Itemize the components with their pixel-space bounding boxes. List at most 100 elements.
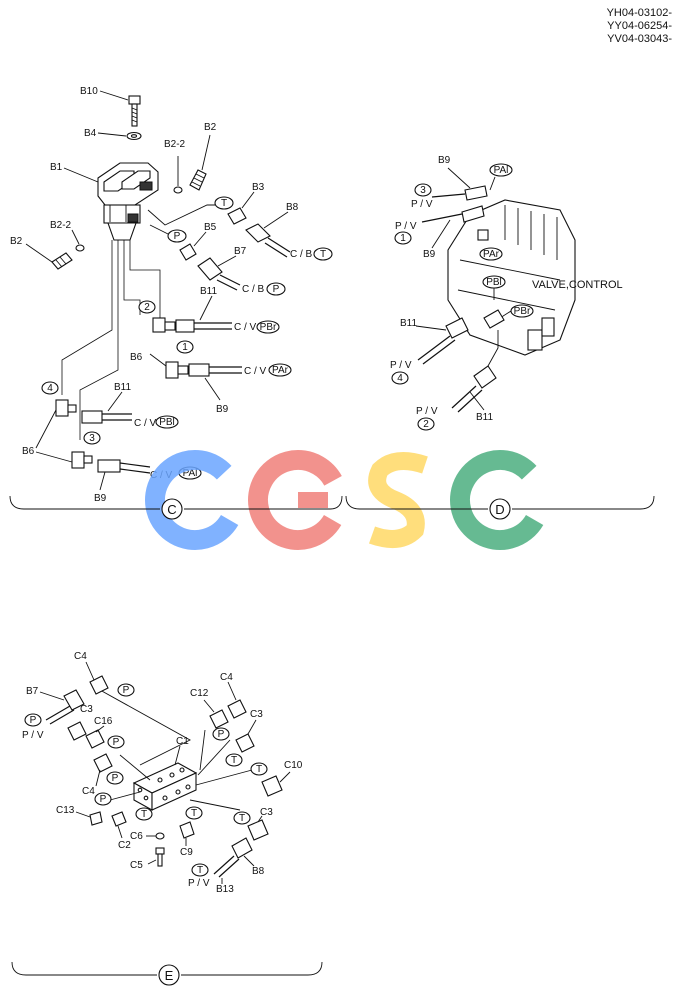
dest-pv-3: P / V [411, 199, 433, 210]
label-b11-c-lower: B11 [114, 382, 131, 393]
tag-par-c-text: PAr [272, 365, 289, 376]
part-c1-manifold [132, 762, 198, 811]
section-divider-e [11, 961, 323, 976]
label-c1: C1 [176, 736, 189, 747]
label-b10: B10 [80, 86, 98, 97]
tag-t-e5 [233, 811, 251, 825]
tag-t-e2 [185, 806, 203, 820]
part-c3-right-upper [235, 733, 255, 753]
tag-t-e4-text: T [256, 764, 262, 775]
section-marker-e [158, 964, 180, 986]
tag-pal-d [489, 163, 513, 177]
tag-pbl-c [155, 415, 179, 429]
part-c3-right-lower [247, 819, 269, 841]
label-c13: C13 [56, 805, 75, 816]
dest-cv-par: C / V [244, 366, 267, 377]
label-c12: C12 [190, 688, 209, 699]
tag-pbr-c [256, 320, 280, 334]
label-c3-right-upper: C3 [250, 709, 263, 720]
section-marker-e-text: E [165, 968, 174, 983]
part-b2-fitting-upper [189, 169, 207, 191]
dest-cb-t: C / B [290, 249, 313, 260]
label-b6-lower: B6 [22, 446, 35, 457]
tag-p-c2-text: P [273, 284, 280, 295]
label-b9-d-bottom: B9 [423, 249, 436, 260]
label-c3-right-lower: C3 [260, 807, 273, 818]
part-b8-hose [245, 223, 291, 258]
tag-t-e3 [225, 753, 243, 767]
part-b11-hose-d-right [451, 365, 497, 413]
dest-cv-pbl: C / V [134, 418, 157, 429]
tag-pbl-c-text: PBl [159, 417, 175, 428]
label-b3: B3 [252, 182, 265, 193]
dest-pv-e2: P / V [188, 878, 210, 889]
part-c6-washer [155, 832, 165, 840]
part-c2 [111, 811, 127, 827]
tag-p-e4-text: P [112, 773, 119, 784]
part-c16 [85, 729, 105, 749]
label-b6-middle: B6 [130, 352, 143, 363]
tag-p-e2-text: P [123, 685, 130, 696]
section-marker-c [161, 498, 183, 520]
tag-1-c [176, 340, 194, 354]
part-b1-pilot-valve [97, 162, 159, 241]
tag-t-c1-text: T [221, 198, 227, 209]
tag-3-d [414, 183, 432, 197]
section-divider-cd [9, 495, 655, 510]
tag-4-c [41, 381, 59, 395]
label-b9-c-middle: B9 [216, 404, 229, 415]
tag-t-e5-text: T [239, 813, 245, 824]
tag-p-c2 [266, 282, 286, 296]
label-b11-d-right: B11 [476, 412, 493, 423]
drawing-ref-1: YH04-03102- [606, 7, 672, 19]
part-c4-left [93, 753, 113, 773]
part-b11-hose-upper [175, 319, 232, 333]
part-c4-top [89, 675, 109, 695]
label-b1: B1 [50, 162, 63, 173]
part-b6-lower-1 [55, 399, 77, 417]
tag-1-c-text: 1 [182, 342, 188, 353]
label-c16: C16 [94, 716, 113, 727]
cgsc-watermark [144, 450, 550, 550]
part-b5 [179, 243, 197, 261]
part-b9-hose-middle [188, 363, 242, 377]
tag-p-e1-text: P [30, 715, 37, 726]
tag-t-c2-text: T [320, 249, 326, 260]
tag-p-e6-text: P [218, 729, 225, 740]
label-b2-lower: B2 [10, 236, 23, 247]
tag-t-e1-text: T [141, 809, 147, 820]
tag-4-c-text: 4 [47, 383, 53, 394]
tag-t-c2 [313, 247, 333, 261]
dest-cv-pbr: C / V [234, 322, 257, 333]
tag-4-d [391, 371, 409, 385]
tag-3-c [83, 431, 101, 445]
part-b7-hose-e [45, 689, 85, 725]
dest-pv-e1: P / V [22, 730, 44, 741]
part-c3-left [67, 721, 87, 741]
label-b2-upper: B2 [204, 122, 217, 133]
tag-4-d-text: 4 [397, 373, 403, 384]
label-b8-e: B8 [252, 866, 265, 877]
tag-pal-d-text: PAl [494, 165, 509, 176]
label-b7: B7 [234, 246, 247, 257]
part-c13 [89, 811, 103, 826]
tag-pbl-d-text: PBl [486, 277, 502, 288]
label-b5: B5 [204, 222, 217, 233]
section-d: VALVE,CONTROL PAl PAr PBl PBr B9 3 P / V… [390, 155, 623, 431]
tag-p-e5 [94, 792, 112, 806]
label-c4-left: C4 [82, 786, 95, 797]
tag-pal-c-text: PAl [183, 468, 198, 479]
part-c9 [179, 821, 195, 839]
tag-1-d-text: 1 [400, 233, 406, 244]
part-b7-hose [197, 257, 241, 291]
tag-par-d [479, 247, 503, 261]
tag-2-c-text: 2 [144, 302, 150, 313]
dest-cb-p: C / B [242, 284, 265, 295]
tag-p-c1-text: P [174, 231, 181, 242]
part-b6-lower-2 [71, 451, 93, 469]
label-c5: C5 [130, 860, 143, 871]
tag-2-c [138, 300, 156, 314]
part-b10-bolt [128, 95, 141, 127]
tag-2-d-text: 2 [423, 419, 429, 430]
label-c9: C9 [180, 847, 193, 858]
